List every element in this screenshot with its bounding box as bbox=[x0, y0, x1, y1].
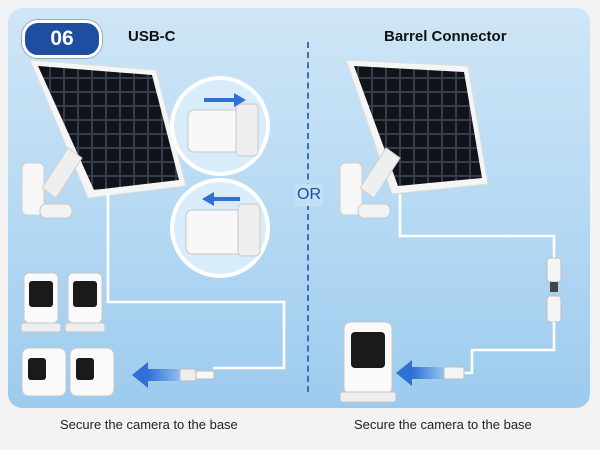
right-mount-bracket bbox=[339, 147, 401, 219]
left-cable bbox=[106, 194, 286, 370]
left-mount-bracket bbox=[21, 147, 83, 219]
usb-c-plug bbox=[179, 368, 215, 382]
illustration bbox=[20, 59, 562, 403]
divider bbox=[307, 42, 309, 392]
step-badge: 06 bbox=[22, 20, 102, 58]
right-caption: Secure the camera to the base bbox=[354, 417, 532, 432]
right-insert-arrow-icon bbox=[396, 360, 444, 386]
right-cable-lower bbox=[460, 322, 556, 375]
or-separator: OR bbox=[295, 184, 323, 206]
right-cable-upper bbox=[398, 194, 556, 260]
detail-circle-attach bbox=[170, 178, 270, 278]
left-title: USB-C bbox=[128, 28, 176, 45]
right-cable-plug bbox=[443, 366, 465, 380]
left-insert-arrow-icon bbox=[132, 362, 182, 388]
stick-up-camera-large bbox=[339, 321, 397, 403]
spotlight-camera-2 bbox=[69, 347, 115, 397]
barrel-connector-female bbox=[546, 257, 562, 292]
spotlight-camera-1 bbox=[21, 347, 67, 397]
stick-up-camera-small-2 bbox=[64, 272, 106, 333]
barrel-connector-male bbox=[546, 295, 562, 323]
instruction-panel: 06 USB-C Barrel Connector OR bbox=[8, 8, 590, 408]
right-solar-panel bbox=[345, 59, 489, 195]
left-caption: Secure the camera to the base bbox=[60, 417, 238, 432]
stick-up-camera-small-1 bbox=[20, 272, 62, 333]
right-title: Barrel Connector bbox=[384, 28, 507, 45]
detail-circle-remove bbox=[170, 76, 270, 176]
